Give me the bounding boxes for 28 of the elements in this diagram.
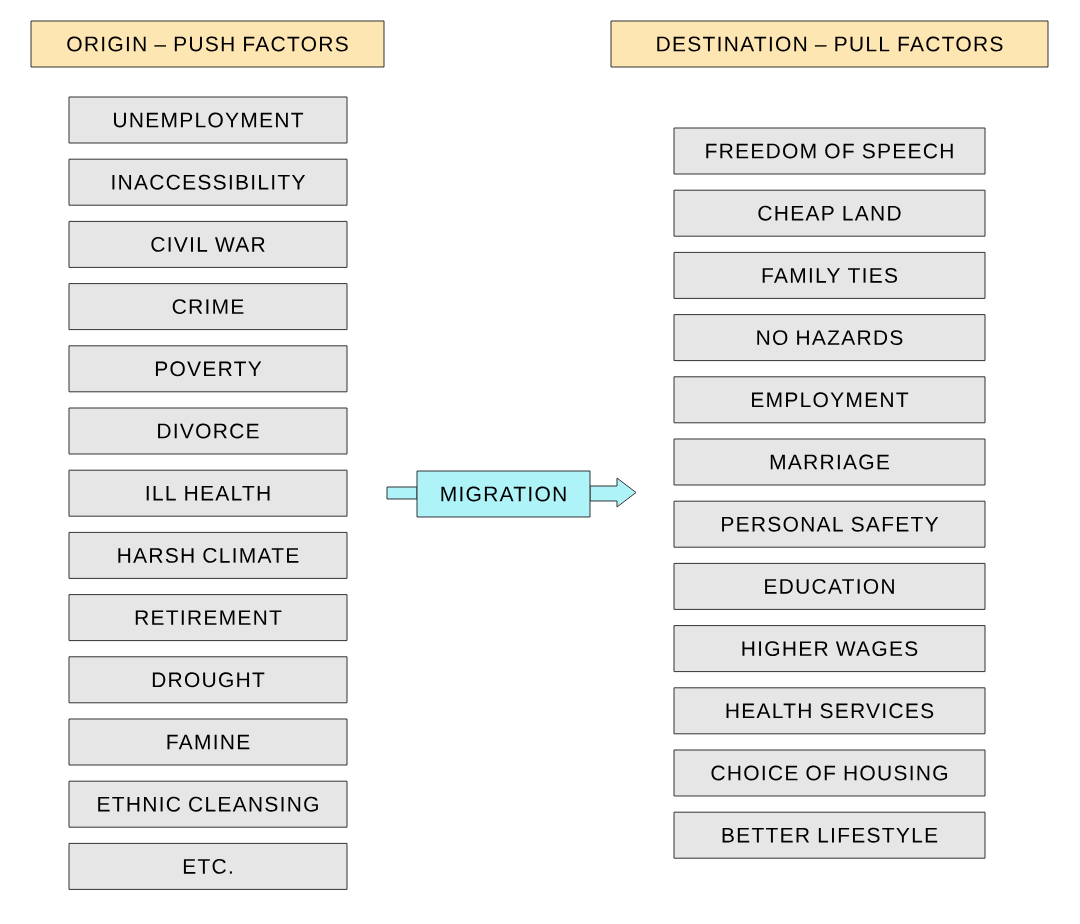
factor-box: EMPLOYMENT <box>673 376 986 424</box>
migration-box: MIGRATION <box>416 470 591 518</box>
factor-box: ETHNIC CLEANSING <box>68 780 348 828</box>
factor-box: HEALTH SERVICES <box>673 687 986 735</box>
factor-box: NO HAZARDS <box>673 314 986 362</box>
factor-box: CRIME <box>68 283 348 331</box>
factor-box: UNEMPLOYMENT <box>68 96 348 144</box>
factor-box: RETIREMENT <box>68 594 348 642</box>
factor-box: CHEAP LAND <box>673 189 986 237</box>
factor-box: DROUGHT <box>68 656 348 704</box>
factor-box: MARRIAGE <box>673 438 986 486</box>
factor-box: INACCESSIBILITY <box>68 158 348 206</box>
factor-box: BETTER LIFESTYLE <box>673 811 986 859</box>
factor-box: ILL HEALTH <box>68 469 348 517</box>
factor-box: DIVORCE <box>68 407 348 455</box>
factor-box: EDUCATION <box>673 562 986 610</box>
factor-box: HARSH CLIMATE <box>68 531 348 579</box>
factor-box: HIGHER WAGES <box>673 625 986 673</box>
heading-box: DESTINATION – PULL FACTORS <box>610 20 1049 68</box>
factor-box: FREEDOM OF SPEECH <box>673 127 986 175</box>
heading-box: ORIGIN – PUSH FACTORS <box>30 20 385 68</box>
factor-box: ETC. <box>68 842 348 890</box>
factor-box: FAMINE <box>68 718 348 766</box>
factor-box: PERSONAL SAFETY <box>673 500 986 548</box>
factor-box: POVERTY <box>68 345 348 393</box>
factor-box: CHOICE OF HOUSING <box>673 749 986 797</box>
factor-box: FAMILY TIES <box>673 251 986 299</box>
factor-box: CIVIL WAR <box>68 220 348 268</box>
